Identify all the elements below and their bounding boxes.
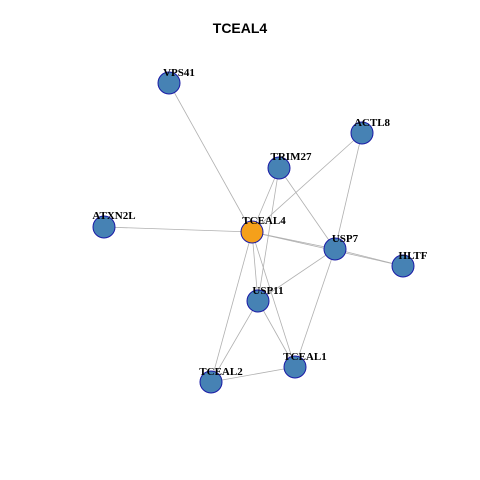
- edge-usp7-hltf: [334, 248, 404, 267]
- node-circle-tceal2[interactable]: [199, 370, 223, 394]
- edge-tceal2-tceal1: [210, 366, 296, 383]
- node-circle-tceal4[interactable]: [240, 220, 264, 244]
- edge-trim27-usp11: [257, 167, 280, 302]
- node-label-actl8: ACTL8: [354, 117, 391, 129]
- edge-tceal4-vps41: [168, 82, 253, 233]
- node-circle-trim27[interactable]: [267, 156, 291, 180]
- edge-tceal4-usp11: [251, 231, 259, 302]
- node-label-tceal1: TCEAL1: [283, 351, 326, 363]
- node-label-vps41: VPS41: [163, 67, 195, 79]
- edge-tceal4-atxn2l: [103, 226, 253, 233]
- edge-actl8-usp7: [334, 132, 363, 250]
- node-circle-tceal1[interactable]: [283, 355, 307, 379]
- edge-tceal4-actl8: [251, 132, 363, 233]
- node-tceal4[interactable]: TCEAL4: [240, 215, 286, 244]
- edge-tceal4-tceal2: [210, 231, 253, 383]
- edge-layer: [103, 82, 404, 383]
- node-vps41[interactable]: VPS41: [157, 67, 195, 95]
- node-label-usp7: USP7: [332, 233, 359, 245]
- edge-usp11-tceal2: [210, 300, 259, 383]
- node-label-hltf: HLTF: [399, 250, 428, 262]
- node-atxn2l[interactable]: ATXN2L: [92, 210, 136, 239]
- node-label-tceal2: TCEAL2: [199, 366, 243, 378]
- node-circle-vps41[interactable]: [157, 71, 181, 95]
- node-label-usp11: USP11: [252, 285, 283, 297]
- node-label-atxn2l: ATXN2L: [92, 210, 135, 222]
- node-trim27[interactable]: TRIM27: [267, 151, 312, 180]
- edge-tceal4-tceal1: [251, 231, 296, 368]
- node-label-tceal4: TCEAL4: [242, 215, 286, 227]
- edge-usp7-tceal1: [294, 248, 336, 368]
- node-usp7[interactable]: USP7: [323, 233, 359, 261]
- node-tceal2[interactable]: TCEAL2: [199, 366, 243, 394]
- node-label-trim27: TRIM27: [271, 151, 312, 163]
- node-circle-actl8[interactable]: [350, 121, 374, 145]
- edge-usp11-tceal1: [257, 300, 296, 368]
- node-circle-usp11[interactable]: [246, 289, 270, 313]
- node-circle-atxn2l[interactable]: [92, 215, 116, 239]
- node-usp11[interactable]: USP11: [246, 285, 284, 313]
- node-circle-hltf[interactable]: [391, 254, 415, 278]
- edge-tceal4-trim27: [251, 167, 280, 233]
- node-hltf[interactable]: HLTF: [391, 250, 428, 278]
- graph-title: TCEAL4: [212, 20, 268, 36]
- edge-trim27-usp7: [278, 167, 336, 250]
- edge-usp7-usp11: [257, 248, 336, 302]
- node-tceal1[interactable]: TCEAL1: [283, 351, 327, 379]
- node-actl8[interactable]: ACTL8: [350, 117, 391, 145]
- node-circle-usp7[interactable]: [323, 237, 347, 261]
